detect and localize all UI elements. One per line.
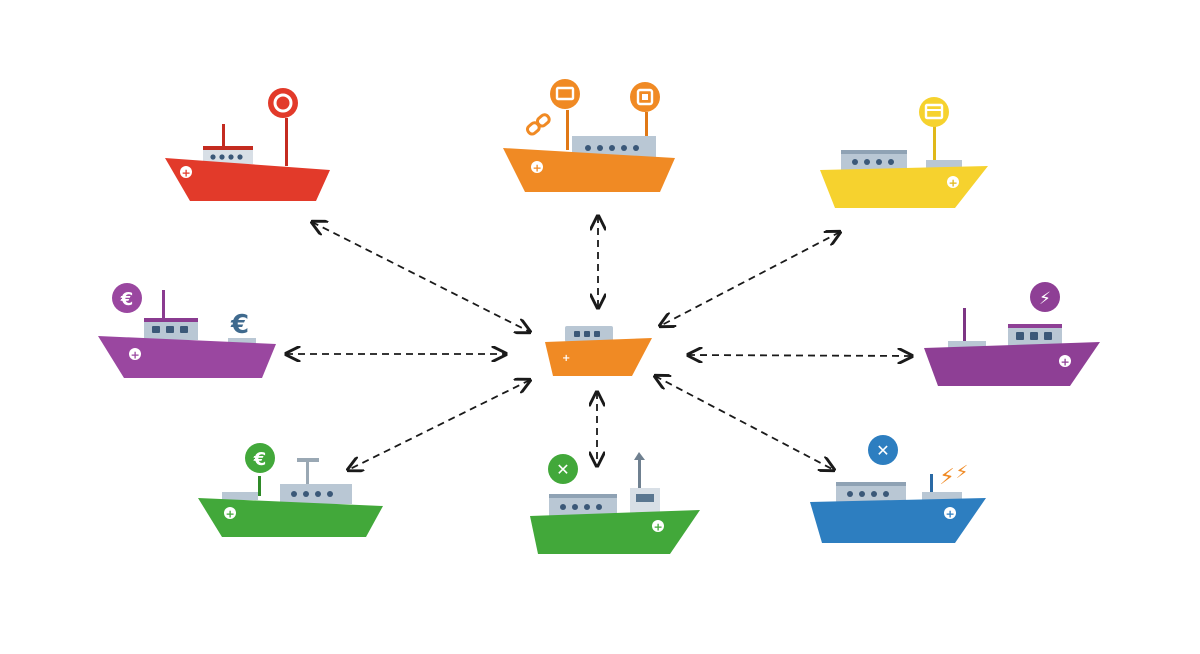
green-center-boat: + ✕ [530, 452, 700, 554]
purple-right-boat: + ⚡ [924, 282, 1100, 386]
lightning-icon: ⚡ ⚡ [939, 462, 968, 490]
hub-boat: + [545, 326, 652, 376]
orange-top-boat: + [503, 79, 675, 192]
yellow-boat: + [820, 97, 988, 208]
close-icon: ✕ [868, 435, 898, 465]
screen-icon [550, 79, 580, 109]
svg-text:+: + [562, 353, 570, 364]
connector-yellow [660, 232, 840, 326]
connector-purple-right [688, 355, 912, 356]
target-icon [268, 88, 298, 118]
connector-green-left [348, 380, 530, 470]
euro-icon: € [245, 443, 275, 473]
close-icon: ✕ [548, 454, 578, 484]
svg-text:+: + [654, 521, 663, 534]
connectors [286, 216, 912, 470]
lightning-icon: ⚡ [1030, 282, 1060, 312]
svg-text:+: + [226, 508, 235, 521]
svg-text:✕: ✕ [556, 460, 569, 479]
box-icon [919, 97, 949, 127]
euro-icon: € [112, 283, 142, 313]
svg-text:€: € [230, 310, 249, 340]
svg-text:+: + [533, 162, 542, 175]
green-left-boat: + € [198, 443, 383, 537]
euro-crane-icon: € [230, 310, 249, 340]
purple-left-boat: + € € [98, 283, 276, 378]
svg-text:+: + [949, 177, 958, 190]
svg-text:⚡: ⚡ [939, 465, 954, 490]
svg-text:⚡: ⚡ [956, 462, 969, 483]
svg-text:+: + [1061, 356, 1070, 369]
blue-boat: + ✕ ⚡ ⚡ [810, 435, 986, 543]
svg-text:+: + [946, 508, 955, 521]
svg-text:€: € [120, 289, 134, 310]
svg-text:€: € [253, 449, 267, 470]
link-icon [525, 113, 551, 136]
connector-red [312, 222, 530, 332]
red-boat: + [165, 88, 330, 201]
connector-blue [655, 376, 834, 470]
svg-text:+: + [131, 349, 140, 362]
chip-icon [630, 82, 660, 112]
svg-text:+: + [182, 167, 191, 180]
svg-text:✕: ✕ [876, 441, 889, 460]
svg-text:⚡: ⚡ [1039, 289, 1051, 309]
